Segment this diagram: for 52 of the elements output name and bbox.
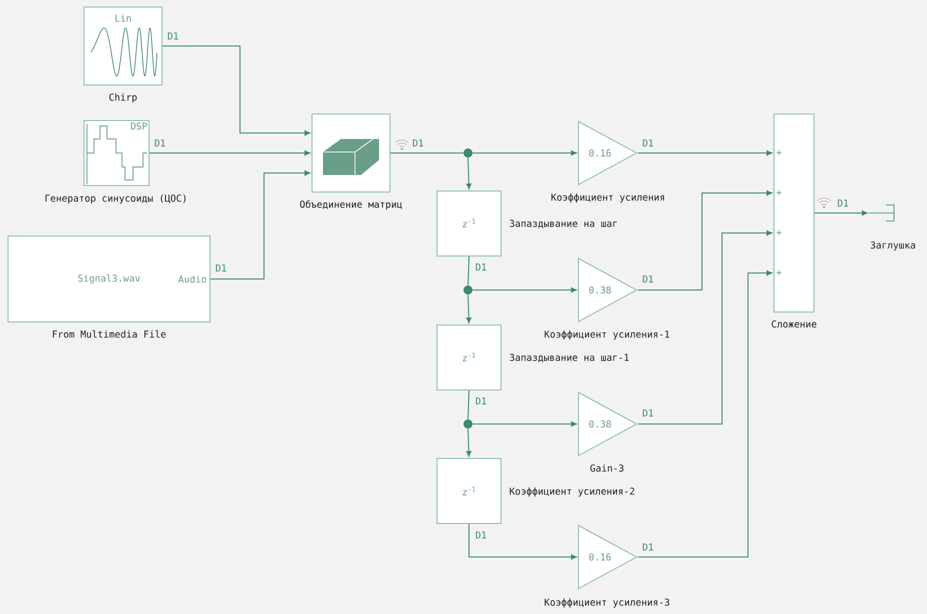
connector-arrow <box>472 287 577 293</box>
block-name: Запаздывание на шаг <box>510 220 617 228</box>
delay-block: z$^{-1}$ <box>436 324 502 390</box>
signal-label: D1 <box>642 410 654 416</box>
block-name: Gain-3 <box>590 464 624 472</box>
chirp-block: Lin <box>84 6 162 86</box>
connector-arrow <box>149 150 310 156</box>
signal-label: D1 <box>642 544 654 550</box>
connector-arrow <box>210 170 310 280</box>
block-name: Коэффициент усиления-2 <box>510 487 634 497</box>
signal-label: D1 <box>642 276 654 282</box>
connector-arrow <box>466 428 472 457</box>
connector-arrow <box>466 157 472 190</box>
signal-label: D1 <box>412 140 424 146</box>
signal-label: D1 <box>154 140 166 146</box>
signal-label: D1 <box>476 532 486 538</box>
junction-dot <box>464 286 472 294</box>
delay-block: z$^{-1}$ <box>436 458 502 524</box>
block-name: Коэффициент усиления-1 <box>544 330 670 340</box>
connector-arrow <box>637 230 772 424</box>
signal-label: D1 <box>216 264 226 272</box>
signal-label: D1 <box>476 398 486 404</box>
signal-label: D1 <box>642 140 654 146</box>
connector-arrow <box>468 524 577 560</box>
signal-label: D1 <box>476 264 486 270</box>
block-name: Запаздывание на шаг-1 <box>510 354 629 362</box>
block-name: Chirp <box>109 93 137 103</box>
connector-arrow <box>472 150 577 156</box>
connector-arrow <box>162 46 310 136</box>
block-name: Сложение <box>772 320 816 328</box>
generator-block: DSP <box>84 120 150 186</box>
block-name: Объединение матриц <box>300 200 402 210</box>
junction-dot <box>464 148 472 158</box>
connector-arrow <box>466 294 472 324</box>
connector-arrow <box>637 190 772 290</box>
signal-label: D1 <box>838 200 848 206</box>
block-name: Заглушка <box>870 241 916 251</box>
file-block: Signal3.wav Audio <box>8 236 210 322</box>
concat-block <box>312 114 390 192</box>
signal-label: D1 <box>168 32 178 40</box>
connector-arrow <box>472 421 577 427</box>
block-name: Коэффициент усиления-3 <box>544 598 670 608</box>
connector-arrow <box>637 270 772 558</box>
block-name: Коэффициент усиления <box>551 193 664 203</box>
block-name: Генератор синусоиды (ЦОС) <box>46 194 186 204</box>
connector-arrow <box>814 210 868 216</box>
terminator-symbol <box>868 204 894 222</box>
junction-dot <box>464 420 472 428</box>
sum-block: + + + + <box>774 114 814 312</box>
block-name: From Multimedia File <box>52 330 166 338</box>
delay-block: z$^{-1}$ <box>436 190 502 256</box>
connector-arrow <box>637 150 772 156</box>
